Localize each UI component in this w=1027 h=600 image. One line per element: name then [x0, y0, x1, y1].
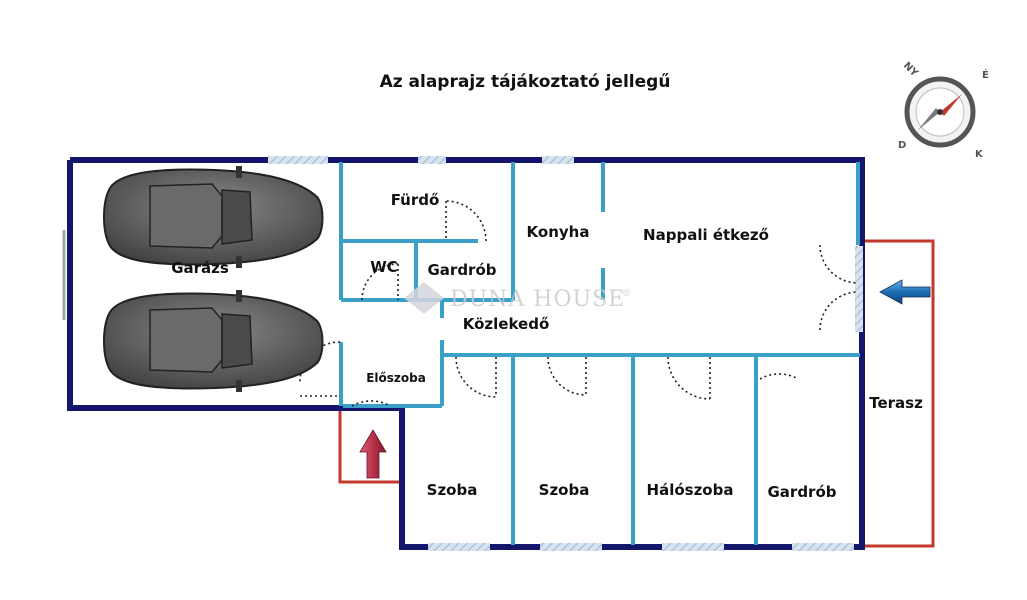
compass-icon: NY É D K [898, 60, 989, 160]
room-label-terasz: Terasz [869, 394, 923, 412]
interior-walls [339, 162, 860, 545]
room-label-garazs: Garázs [171, 259, 229, 277]
room-label-konyha: Konyha [527, 223, 590, 241]
compass-west-label: K [975, 149, 984, 160]
compass-south-label: D [898, 140, 906, 151]
door-swings [299, 200, 859, 407]
arrow-left-icon [879, 279, 931, 305]
terrace-outline [338, 239, 935, 548]
room-label-nappali: Nappali étkező [643, 226, 769, 244]
watermark-registered-mark: ® [622, 289, 632, 299]
windows [268, 156, 854, 551]
room-label-gardrob-1: Gardrób [427, 261, 496, 279]
room-label-szoba-2: Szoba [539, 481, 590, 499]
room-label-haloszoba: Hálószoba [647, 481, 734, 499]
room-label-furdo: Fürdő [391, 191, 440, 209]
car-icon [103, 290, 324, 392]
plan-title: Az alaprajz tájákoztató jellegű [380, 72, 671, 92]
watermark: DUNA HOUSE ® [404, 282, 632, 314]
compass-east-label: É [982, 68, 989, 81]
terrace-door [855, 246, 863, 332]
outer-walls [67, 157, 865, 550]
room-label-eloszoba: Előszoba [366, 371, 426, 385]
room-label-wc: WC [370, 258, 398, 276]
arrow-up-icon [359, 429, 387, 479]
room-label-szoba-1: Szoba [427, 481, 478, 499]
room-label-kozlekedo: Közlekedő [463, 315, 550, 333]
compass-north-label: NY [901, 60, 920, 79]
car-icon [103, 166, 324, 268]
watermark-text: DUNA HOUSE [450, 287, 625, 312]
room-label-gardrob-2: Gardrób [767, 483, 836, 501]
